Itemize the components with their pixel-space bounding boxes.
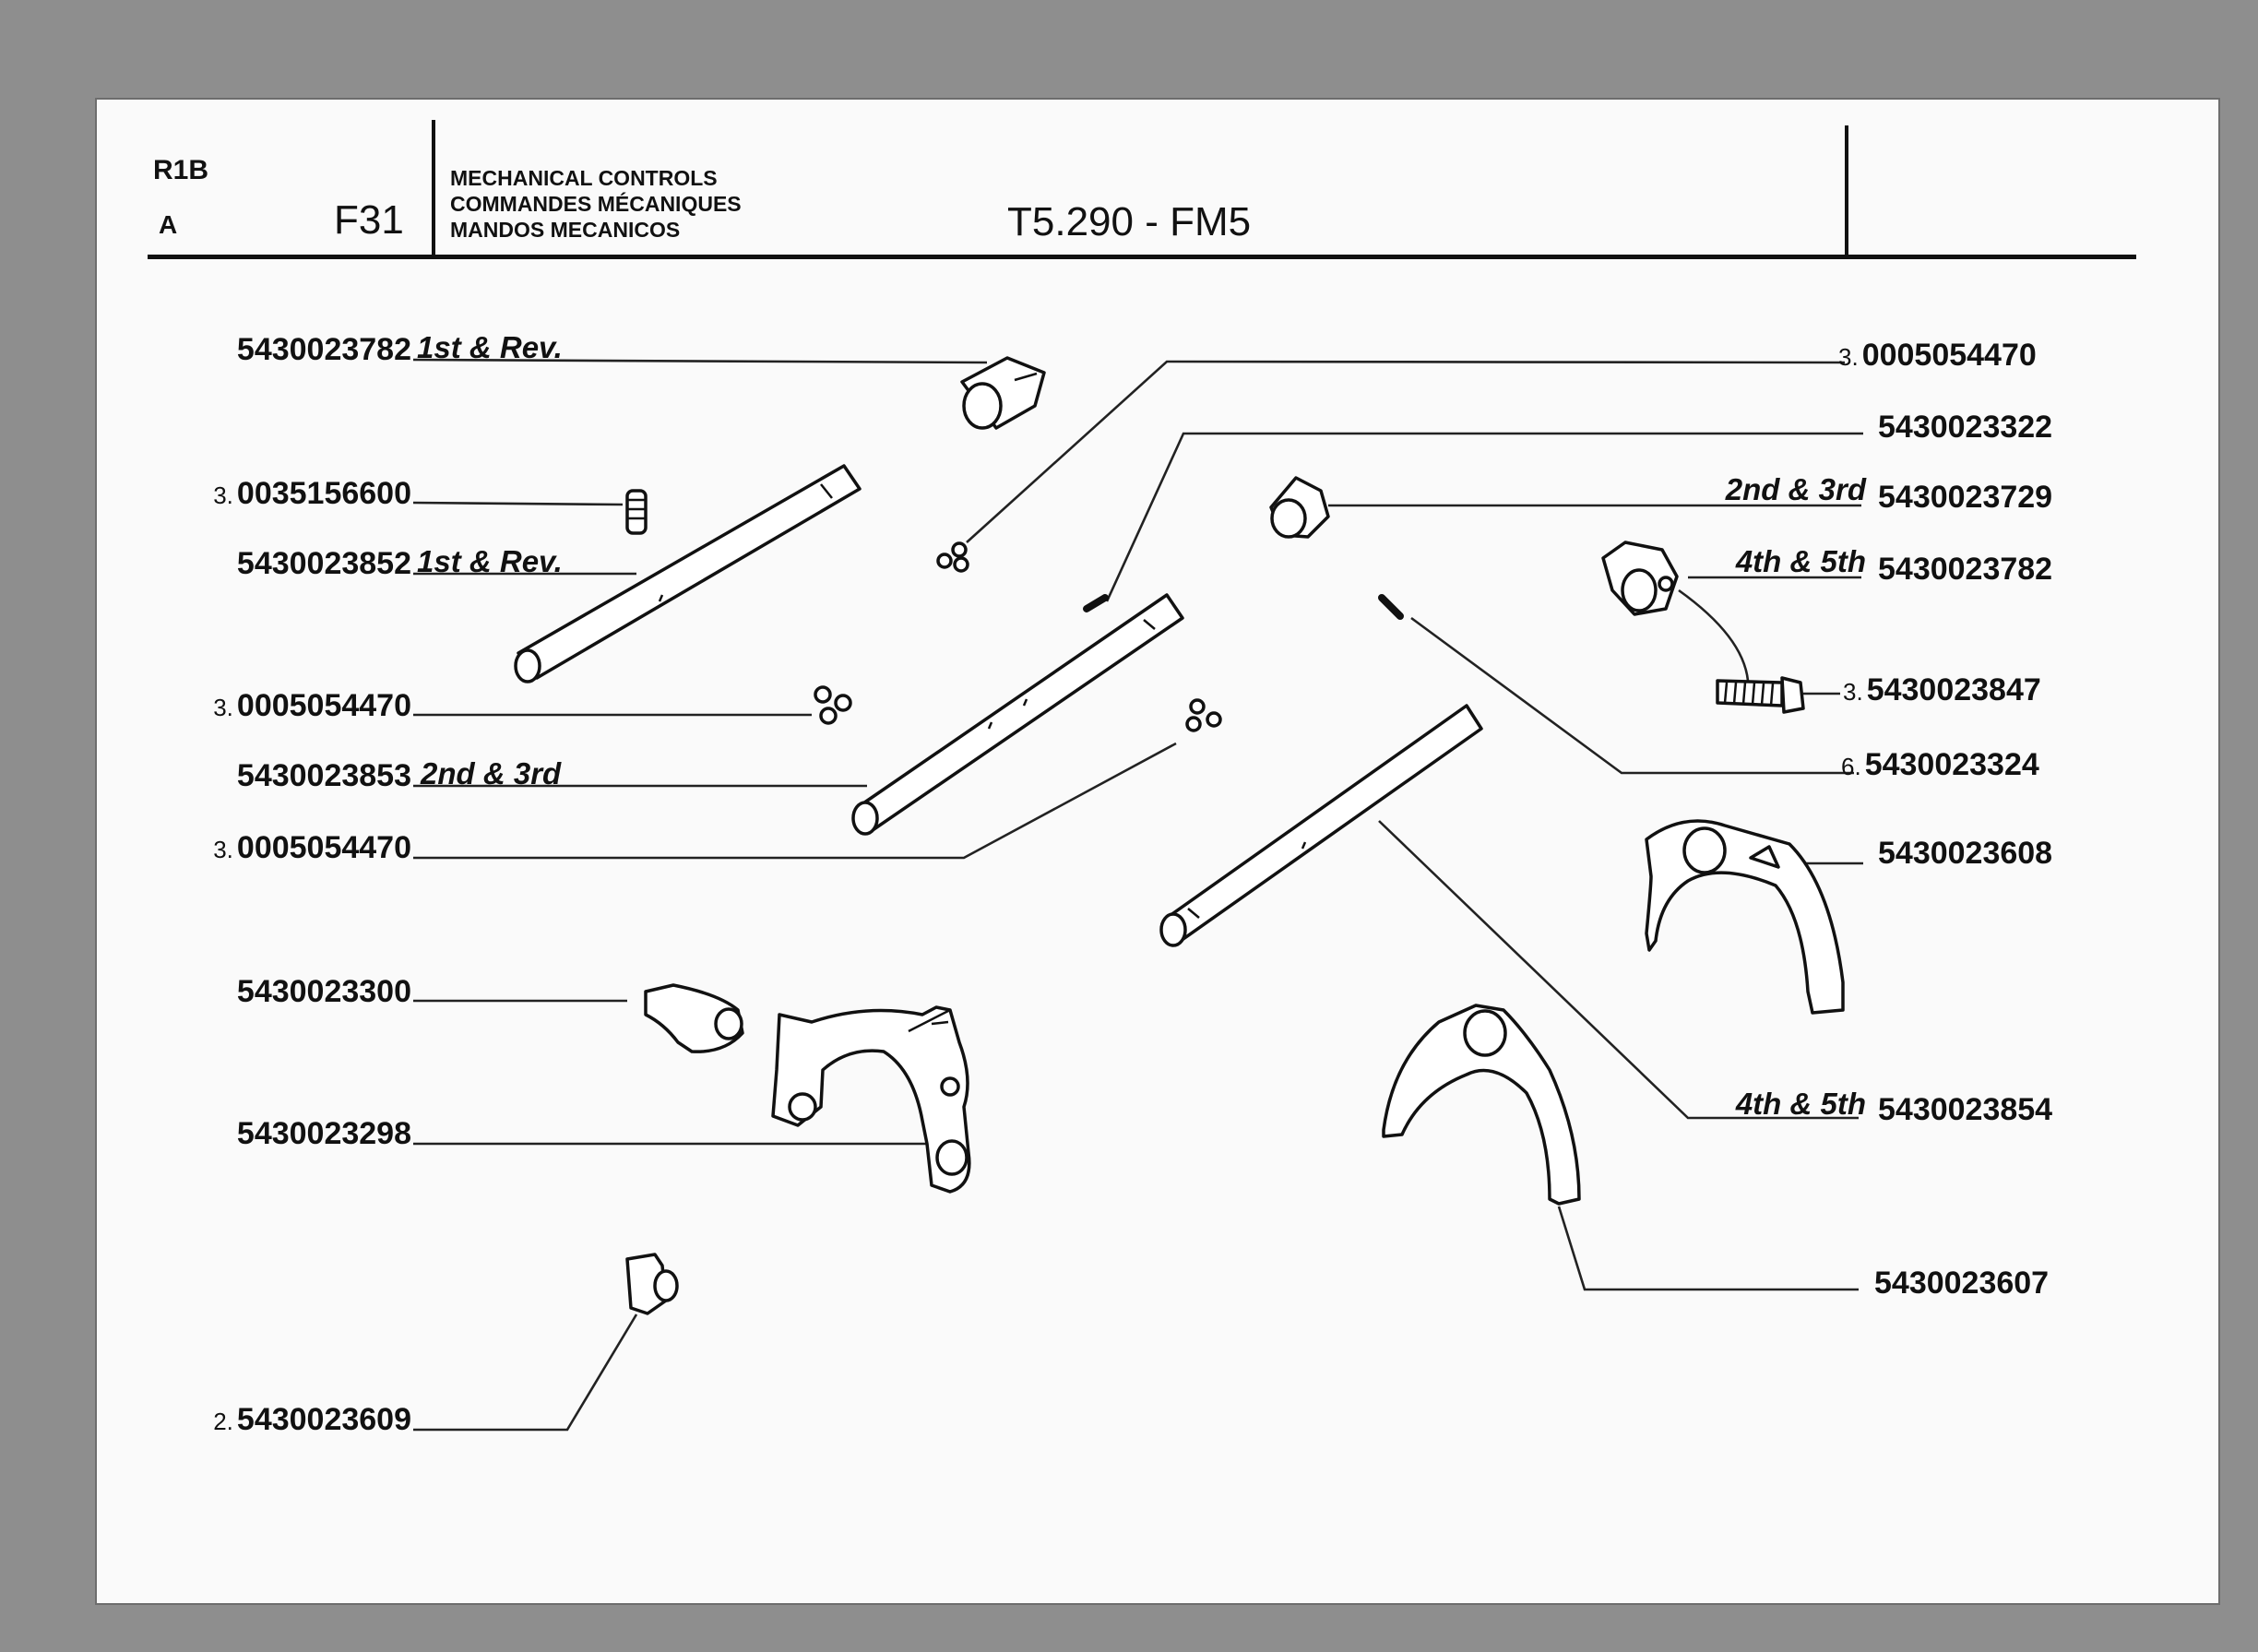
selector-dog-1st-rev — [960, 356, 1046, 430]
leader-c10 — [966, 360, 1846, 543]
shift-fork-5430023298 — [771, 1005, 971, 1194]
callout-c7: 5430023300 — [236, 974, 411, 1009]
tag-c13: 4th & 5th — [1735, 544, 1866, 578]
leader-c1 — [412, 358, 988, 364]
code-bottom: A — [159, 210, 178, 239]
callout-c14: 3.5430023847 — [1843, 672, 2041, 707]
tag-c1: 1st & Rev. — [417, 330, 563, 364]
callout-c10: 3.0005054470 — [1838, 338, 2037, 373]
callout-c5: 5430023853 — [236, 758, 411, 793]
header-rule — [148, 255, 2136, 259]
model-title: T5.290 - FM5 — [1007, 199, 1252, 244]
callout-c6: 3.0005054470 — [213, 830, 411, 865]
leader-c13 — [1678, 576, 1861, 682]
selector-dog-2nd-3rd — [1269, 476, 1330, 539]
leader-c11 — [1105, 432, 1863, 602]
leader-c2 — [412, 501, 624, 506]
detent-balls-1 — [814, 685, 852, 725]
header-divider-left — [432, 120, 435, 256]
spring-pin — [625, 489, 648, 535]
callout-c16: 5430023608 — [1878, 836, 2053, 871]
tag-c12: 2nd & 3rd — [1725, 472, 1866, 506]
tag-c5: 2nd & 3rd — [421, 756, 562, 790]
section-code: F31 — [334, 197, 404, 243]
selector-dog-4th-5th — [1601, 541, 1679, 616]
callout-c3: 5430023852 — [236, 546, 411, 581]
shift-fork-5430023607 — [1382, 1004, 1581, 1206]
shift-fork-5430023608 — [1645, 819, 1845, 1015]
shaft-2nd-3rd — [851, 593, 1184, 836]
leader-c9 — [413, 1313, 638, 1432]
callout-c4: 3.0005054470 — [213, 688, 411, 723]
shaft-1st-rev — [514, 464, 862, 683]
bolt — [1716, 676, 1805, 714]
code-top: R1B — [153, 155, 209, 185]
callout-c9: 2.5430023609 — [213, 1402, 411, 1437]
selector-5430023300 — [644, 983, 744, 1053]
title-french: COMMANDES MÉCANIQUES — [450, 192, 742, 216]
callout-c12: 5430023729 — [1878, 480, 2053, 515]
detent-balls-3 — [1185, 698, 1222, 732]
leader-c15 — [1410, 616, 1854, 775]
shaft-4th-5th — [1159, 704, 1483, 947]
parts-sheet — [97, 100, 2218, 1603]
callout-c11: 5430023322 — [1878, 410, 2053, 445]
title-english: MECHANICAL CONTROLS — [450, 166, 718, 190]
roll-pin-2 — [1378, 594, 1404, 620]
callout-c18: 5430023607 — [1874, 1266, 2050, 1301]
tag-c17: 4th & 5th — [1735, 1087, 1866, 1121]
tag-c3: 1st & Rev. — [417, 544, 563, 578]
leader-lines — [412, 358, 1863, 1432]
leader-c17 — [1378, 820, 1859, 1120]
callout-c8: 5430023298 — [236, 1116, 411, 1151]
detent-balls-2 — [936, 541, 969, 573]
callout-c17: 5430023854 — [1878, 1092, 2053, 1127]
header-divider-right — [1845, 125, 1848, 256]
leader-c18 — [1557, 1206, 1859, 1291]
leader-c6 — [413, 742, 1177, 860]
title-spanish: MANDOS MECANICOS — [450, 218, 681, 242]
callout-c2: 3.0035156600 — [213, 476, 411, 511]
callout-c15: 6.5430023324 — [1841, 747, 2039, 782]
callout-c1: 5430023782 — [236, 332, 411, 367]
callout-c13: 5430023782 — [1878, 552, 2053, 587]
block-5430023609 — [625, 1253, 679, 1315]
roll-pin-1 — [1083, 594, 1109, 612]
